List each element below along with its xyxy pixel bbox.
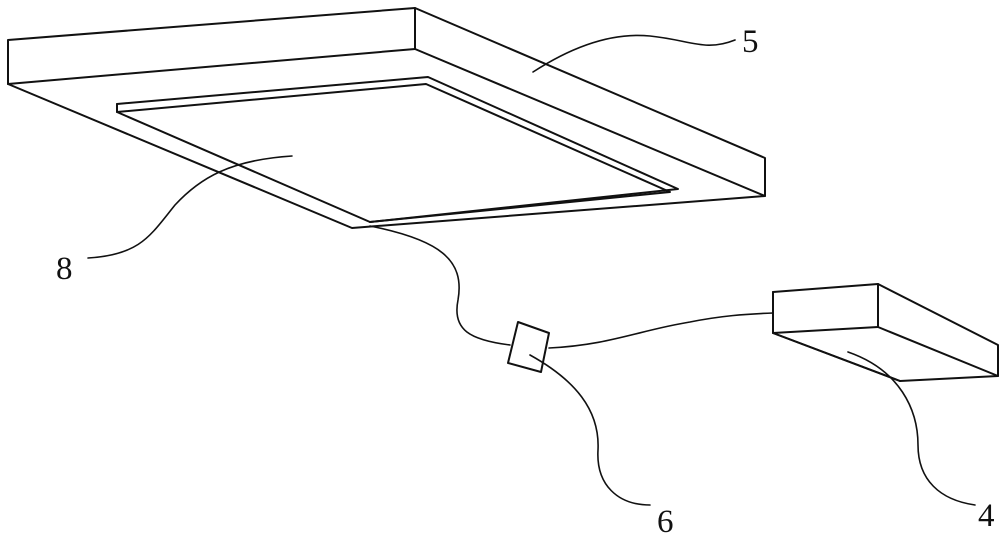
box-outline (773, 284, 998, 381)
leader-line-8 (88, 156, 292, 258)
plate-inner-recess-left-edge (117, 112, 370, 222)
plate-inner-recess-inner (117, 84, 670, 222)
label-6: 6 (657, 504, 674, 538)
top-plate (8, 8, 765, 228)
leader-line-4 (848, 352, 975, 505)
leader-line-6 (530, 355, 650, 505)
plate-bottom-outline (8, 84, 765, 228)
connector-block (508, 322, 549, 372)
label-8: 8 (56, 251, 73, 287)
cable-plate-to-connector (370, 226, 510, 345)
leader-line-5 (533, 35, 735, 72)
cable-connector-to-box (549, 313, 773, 348)
box-right-face (878, 284, 998, 376)
plate-front-face (8, 8, 415, 84)
box-bottom-edge (773, 327, 878, 333)
small-box (773, 284, 998, 381)
label-4: 4 (978, 498, 995, 534)
box-front-left (773, 292, 900, 381)
label-5: 5 (742, 24, 759, 60)
